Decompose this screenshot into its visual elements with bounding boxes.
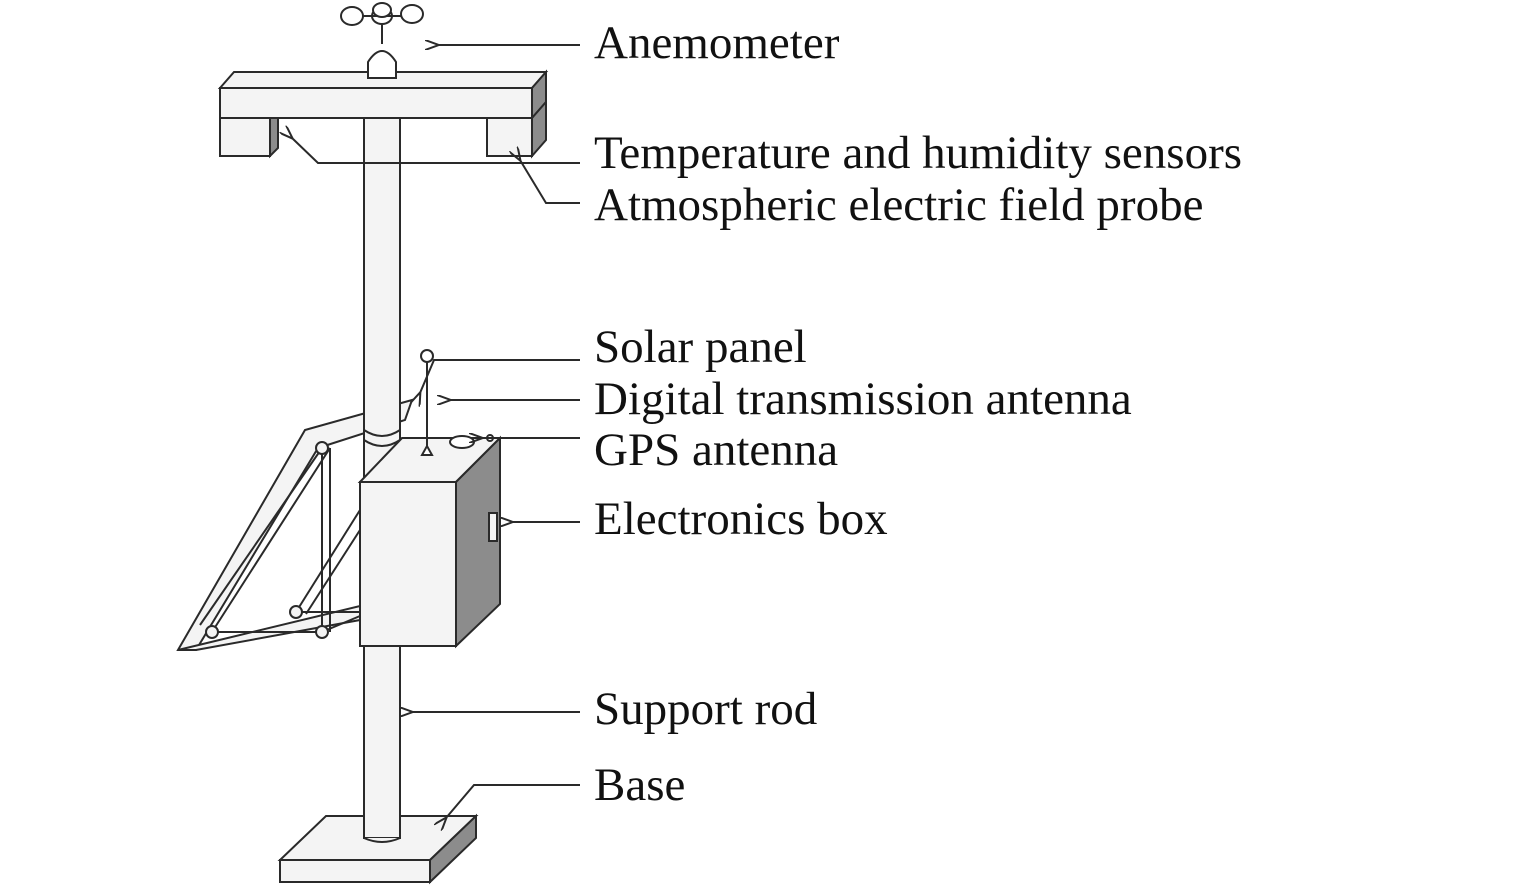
label-base: Base — [594, 759, 686, 811]
label-electronics-box: Electronics box — [594, 493, 888, 545]
label-electric-field: Atmospheric electric field probe — [594, 179, 1204, 231]
arrow-electric-field — [520, 160, 580, 204]
arrow-base — [446, 784, 580, 818]
arrow-solar-panel — [420, 359, 580, 393]
leader-lines — [292, 45, 580, 818]
label-gps-antenna: GPS antenna — [594, 424, 839, 476]
label-solar-panel: Solar panel — [594, 321, 807, 373]
label-support-rod: Support rod — [594, 683, 818, 735]
top-crossbar — [217, 69, 549, 159]
electronics-box — [357, 434, 503, 649]
anemometer — [340, 2, 424, 79]
label-anemometer: Anemometer — [594, 17, 840, 69]
label-digital-antenna: Digital transmission antenna — [594, 373, 1132, 425]
label-temp-humidity: Temperature and humidity sensors — [594, 127, 1243, 179]
arrow-temp-humidity — [292, 138, 580, 164]
